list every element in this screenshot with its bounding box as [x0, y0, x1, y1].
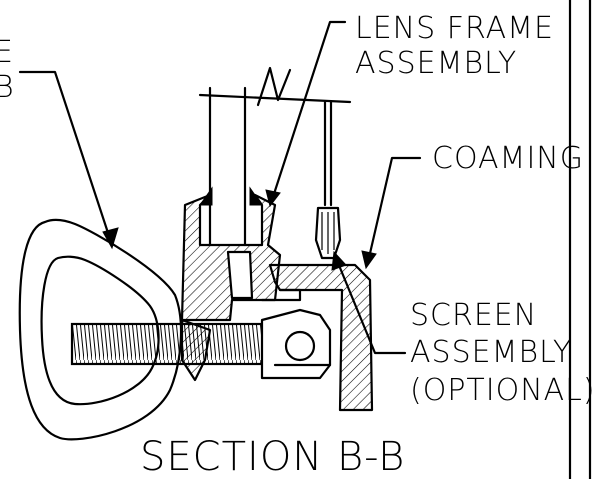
lower-clamp [180, 318, 212, 382]
lens-frame-body [180, 186, 282, 322]
label-lens-frame-line2: ASSEMBLY [355, 46, 517, 81]
knob-handle [18, 218, 183, 441]
frame-border [568, 0, 592, 479]
section-title: SECTION B-B [140, 434, 405, 479]
coaming-angle [260, 263, 374, 412]
threaded-bolt [70, 322, 279, 366]
label-screen-line3: (OPTIONAL) [410, 373, 594, 408]
screen-pin [314, 100, 342, 260]
label-screen-line2: ASSEMBLY [410, 335, 572, 370]
label-screen-line1: SCREEN [410, 298, 537, 333]
callout-labels: E B LENS FRAME ASSEMBLY COAMING SCREEN A… [0, 11, 594, 479]
label-partial-top-1: E [0, 35, 14, 70]
eye-block [260, 308, 332, 380]
leader-lines [18, 20, 422, 355]
label-lens-frame-line1: LENS FRAME [355, 11, 554, 46]
lens-frame-post [198, 66, 352, 247]
label-partial-top-2: B [0, 70, 15, 105]
label-coaming: COAMING [432, 141, 584, 176]
